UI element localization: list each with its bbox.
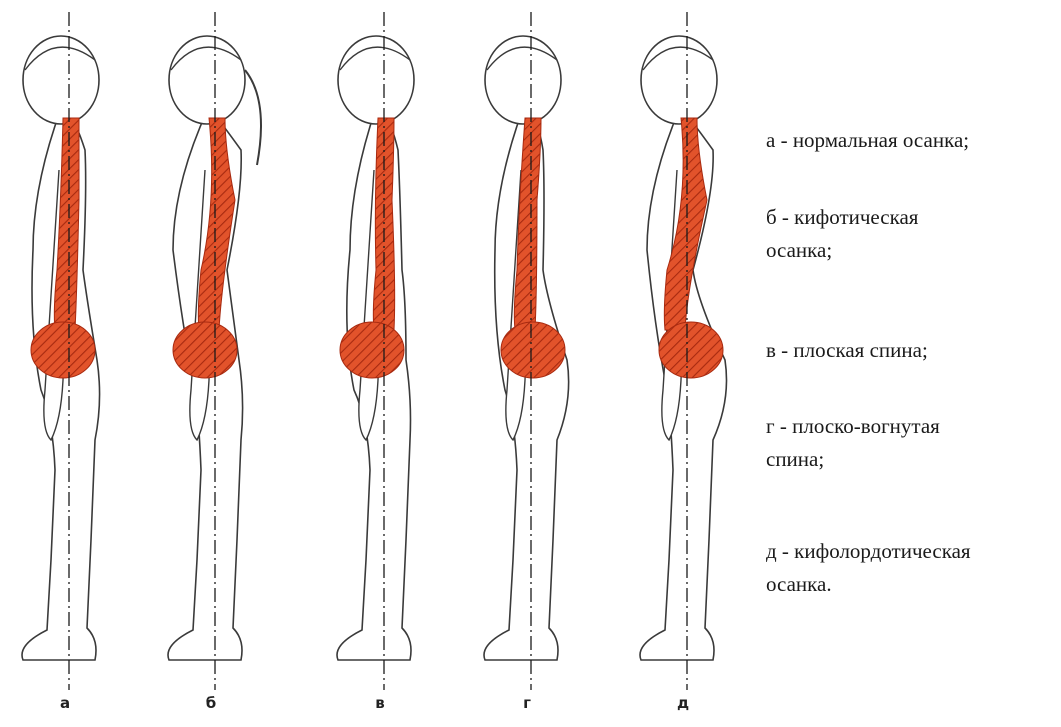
figure-label-b: б xyxy=(196,694,226,712)
legend-item-d-line1: д - кифолордотическая xyxy=(766,535,1061,568)
legend-item-b: б - кифотическая осанка; xyxy=(766,201,1061,267)
figure-b xyxy=(168,12,261,690)
legend-item-g: г - плоско-вогнутая спина; xyxy=(766,410,1061,476)
legend-item-b-line2: осанка; xyxy=(766,234,1061,267)
figure-v xyxy=(337,12,414,690)
legend-item-g-line1: г - плоско-вогнутая xyxy=(766,410,1061,443)
pelvis-d xyxy=(659,322,723,378)
figure-label-g: г xyxy=(512,694,542,712)
legend-item-a-line1: а - нормальная осанка; xyxy=(766,124,1061,157)
legend-item-d: д - кифолордотическая осанка. xyxy=(766,535,1061,601)
figure-g xyxy=(484,12,569,690)
head-outline-a xyxy=(23,36,99,124)
head-outline-v xyxy=(338,36,414,124)
figure-label-d: д xyxy=(668,694,698,712)
head-outline-d xyxy=(641,36,717,124)
pelvis-a xyxy=(31,322,95,378)
head-outline-g xyxy=(485,36,561,124)
figure-label-v: в xyxy=(365,694,395,712)
pelvis-g xyxy=(501,322,565,378)
legend-item-b-line1: б - кифотическая xyxy=(766,201,1061,234)
figure-d xyxy=(640,12,727,690)
legend-item-g-line2: спина; xyxy=(766,443,1061,476)
legend-item-v: в - плоская спина; xyxy=(766,334,1061,367)
pelvis-b xyxy=(173,322,237,378)
legend-item-v-line1: в - плоская спина; xyxy=(766,334,1061,367)
figure-a xyxy=(22,12,100,690)
head-outline-b xyxy=(169,36,245,124)
legend-item-d-line2: осанка. xyxy=(766,568,1061,601)
legend-item-a: а - нормальная осанка; xyxy=(766,124,1061,157)
pelvis-v xyxy=(340,322,404,378)
figure-label-a: а xyxy=(50,694,80,712)
ponytail-b xyxy=(245,70,261,165)
